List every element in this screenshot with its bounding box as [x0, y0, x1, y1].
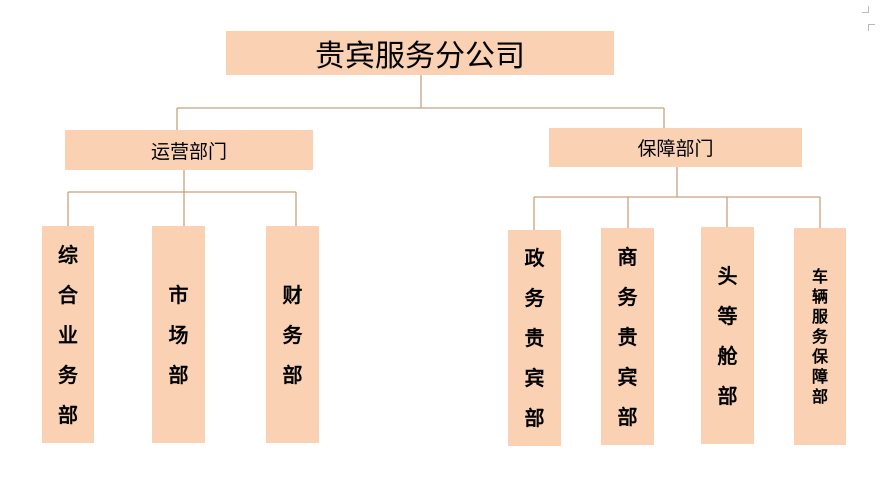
unit-node: 商务贵宾部 — [601, 228, 654, 445]
unit-label-char: 合 — [58, 282, 78, 307]
unit-label-char: 舱 — [717, 343, 738, 368]
unit-label-char: 贵 — [524, 326, 545, 350]
unit-node: 车辆服务保障部 — [794, 228, 846, 445]
unit-label-char: 部 — [524, 406, 545, 430]
unit-label-char: 政 — [524, 246, 545, 270]
unit-label-char: 宾 — [617, 364, 638, 389]
unit-label-char: 宾 — [524, 366, 545, 390]
dept-node-operations: 运营部门 — [65, 130, 313, 170]
unit-label-char: 务 — [524, 286, 545, 310]
unit-label: 头等舱部 — [718, 256, 738, 416]
unit-label-char: 头 — [717, 263, 738, 288]
dept-label: 运营部门 — [150, 140, 227, 163]
unit-label-char: 财 — [282, 282, 303, 307]
unit-node: 财务部 — [266, 226, 319, 443]
unit-label-char: 务 — [58, 362, 78, 387]
unit-label-char: 贵 — [617, 324, 638, 349]
unit-node: 综合业务部 — [42, 226, 94, 443]
org-root-label: 贵宾服务分公司 — [315, 39, 525, 74]
unit-node: 市场部 — [152, 226, 205, 443]
unit-label-char: 服 — [811, 306, 828, 326]
unit-label-char: 部 — [811, 386, 828, 406]
unit-label-char: 部 — [282, 362, 303, 387]
unit-label-char: 场 — [168, 322, 189, 347]
unit-label-char: 等 — [717, 303, 738, 328]
unit-label-char: 商 — [617, 244, 638, 269]
unit-label-char: 保 — [811, 346, 828, 366]
unit-label-char: 部 — [717, 383, 738, 408]
unit-label-char: 障 — [811, 366, 828, 386]
org-root-node: 贵宾服务分公司 — [226, 31, 614, 75]
unit-label-char: 辆 — [811, 286, 828, 306]
unit-label-char: 务 — [811, 326, 828, 346]
unit-label: 商务贵宾部 — [618, 237, 638, 437]
unit-label-char: 部 — [168, 362, 189, 387]
unit-label: 政务贵宾部 — [525, 238, 545, 438]
unit-label-char: 部 — [58, 402, 78, 427]
page-corner-mark-top-left — [868, 24, 875, 31]
page-corner-mark-top-right — [862, 6, 869, 13]
unit-label-char: 车 — [811, 266, 828, 286]
unit-label-char: 务 — [282, 322, 303, 347]
unit-node: 政务贵宾部 — [508, 230, 561, 446]
unit-label: 市场部 — [169, 275, 189, 395]
unit-label: 车辆服务保障部 — [812, 267, 828, 407]
unit-label-char: 部 — [617, 404, 638, 429]
unit-node: 头等舱部 — [701, 227, 754, 444]
unit-label-char: 业 — [58, 322, 78, 347]
unit-label-char: 综 — [58, 242, 78, 267]
unit-label: 综合业务部 — [58, 235, 78, 435]
unit-label-char: 市 — [168, 282, 189, 307]
dept-label: 保障部门 — [637, 138, 714, 160]
dept-node-support: 保障部门 — [549, 128, 802, 167]
unit-label-char: 务 — [617, 284, 638, 309]
unit-label: 财务部 — [283, 275, 303, 395]
